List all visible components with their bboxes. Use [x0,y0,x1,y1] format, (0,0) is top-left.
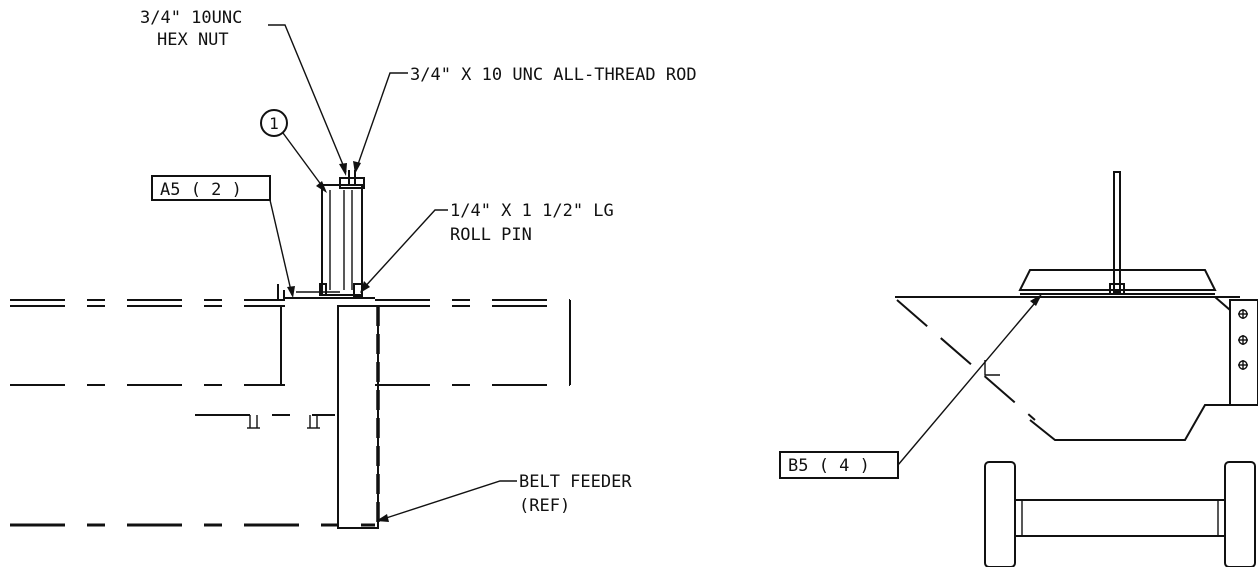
hidden-edge [896,299,1036,421]
a5-leader [269,199,293,296]
roller-axle [1014,499,1226,537]
side-view [10,24,571,529]
bolt-1 [247,415,260,429]
vertical-rod [1113,171,1121,293]
rod-assembly [319,170,365,297]
hopper-top [1018,269,1217,291]
hex-nut-leader [268,24,347,173]
hex-nut-label-line1: 3/4" 10UNC [140,8,242,28]
tag-a5-text: A5 ( 2 ) [160,180,242,200]
end-view [895,171,1258,567]
belt-feeder-label-line1: BELT FEEDER [519,472,632,492]
item-balloon-number: 1 [269,114,279,133]
hopper-body [1029,296,1231,441]
item-balloon: 1 [260,109,288,137]
roller-left [984,461,1016,567]
roll-pin-label-line1: 1/4" X 1 1/2" LG [450,201,614,221]
tag-b5-text: B5 ( 4 ) [788,456,870,476]
mount-plate [1229,299,1258,406]
balloon-leader [282,132,326,191]
tag-a5: A5 ( 2 ) [151,175,271,201]
mount-bolt-1 [1238,309,1248,319]
roll-pin-label-line2: ROLL PIN [450,225,532,245]
rod-label: 3/4" X 10 UNC ALL-THREAD ROD [410,65,697,85]
belt-feeder-label-line2: (REF) [519,496,570,516]
clamp-angle [277,284,285,301]
skirt-plate [337,305,379,529]
roll-pin-leader [361,209,448,291]
hex-nut-label-line2: HEX NUT [157,30,229,50]
roller-right [1224,461,1256,567]
mount-bolt-3 [1238,360,1248,370]
channel [321,184,363,296]
rod-leader [355,72,408,171]
bolt-2 [307,415,320,429]
belt-feeder-leader [379,480,517,521]
hex-nut [339,177,365,189]
mount-bolt-2 [1238,335,1248,345]
b5-leader [897,296,1041,466]
tag-b5: B5 ( 4 ) [779,451,899,479]
